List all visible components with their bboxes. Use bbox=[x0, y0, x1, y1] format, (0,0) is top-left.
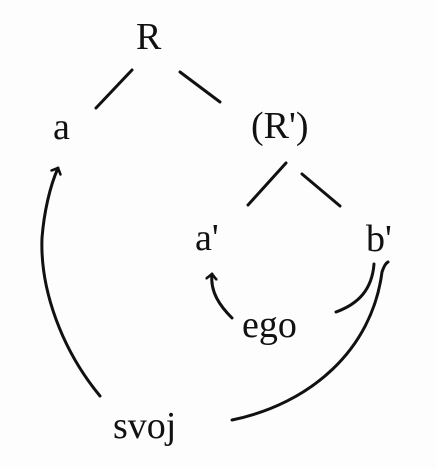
node-b-prime: b' bbox=[366, 218, 392, 260]
node-r: R bbox=[136, 16, 162, 58]
node-r-prime: (R') bbox=[251, 105, 309, 147]
arc-svoj-to-bprime bbox=[230, 260, 390, 422]
edge-rprime-to-aprime bbox=[246, 161, 288, 207]
edge-rprime-to-bprime bbox=[300, 172, 342, 208]
node-a-prime: a' bbox=[195, 217, 219, 259]
node-ego: ego bbox=[242, 304, 297, 346]
node-a: a bbox=[53, 106, 70, 148]
arc-svoj-to-a bbox=[40, 166, 102, 398]
edge-r-to-a bbox=[94, 68, 134, 110]
arc-ego-to-aprime bbox=[212, 272, 234, 320]
node-svoj: svoj bbox=[113, 405, 176, 447]
edge-r-to-rprime bbox=[178, 70, 222, 104]
arc-ego-to-bprime bbox=[334, 262, 376, 314]
